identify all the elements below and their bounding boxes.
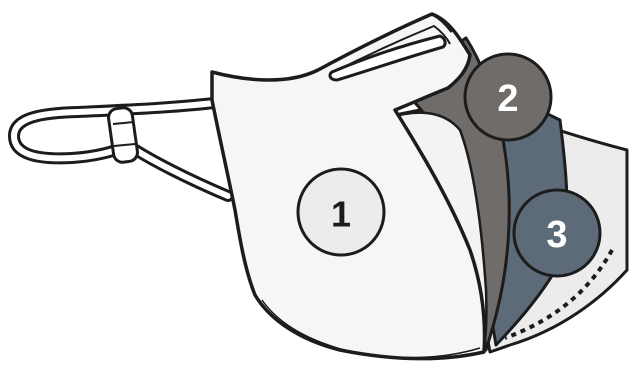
layer-1-badge: 1 [298, 169, 384, 255]
layer-2-number: 2 [497, 78, 518, 120]
layer-3-number: 3 [546, 214, 567, 256]
layer-3-badge: 3 [514, 190, 600, 276]
layer-1-number: 1 [331, 194, 351, 235]
ear-loop [14, 103, 228, 196]
layer-2-badge: 2 [465, 54, 551, 140]
